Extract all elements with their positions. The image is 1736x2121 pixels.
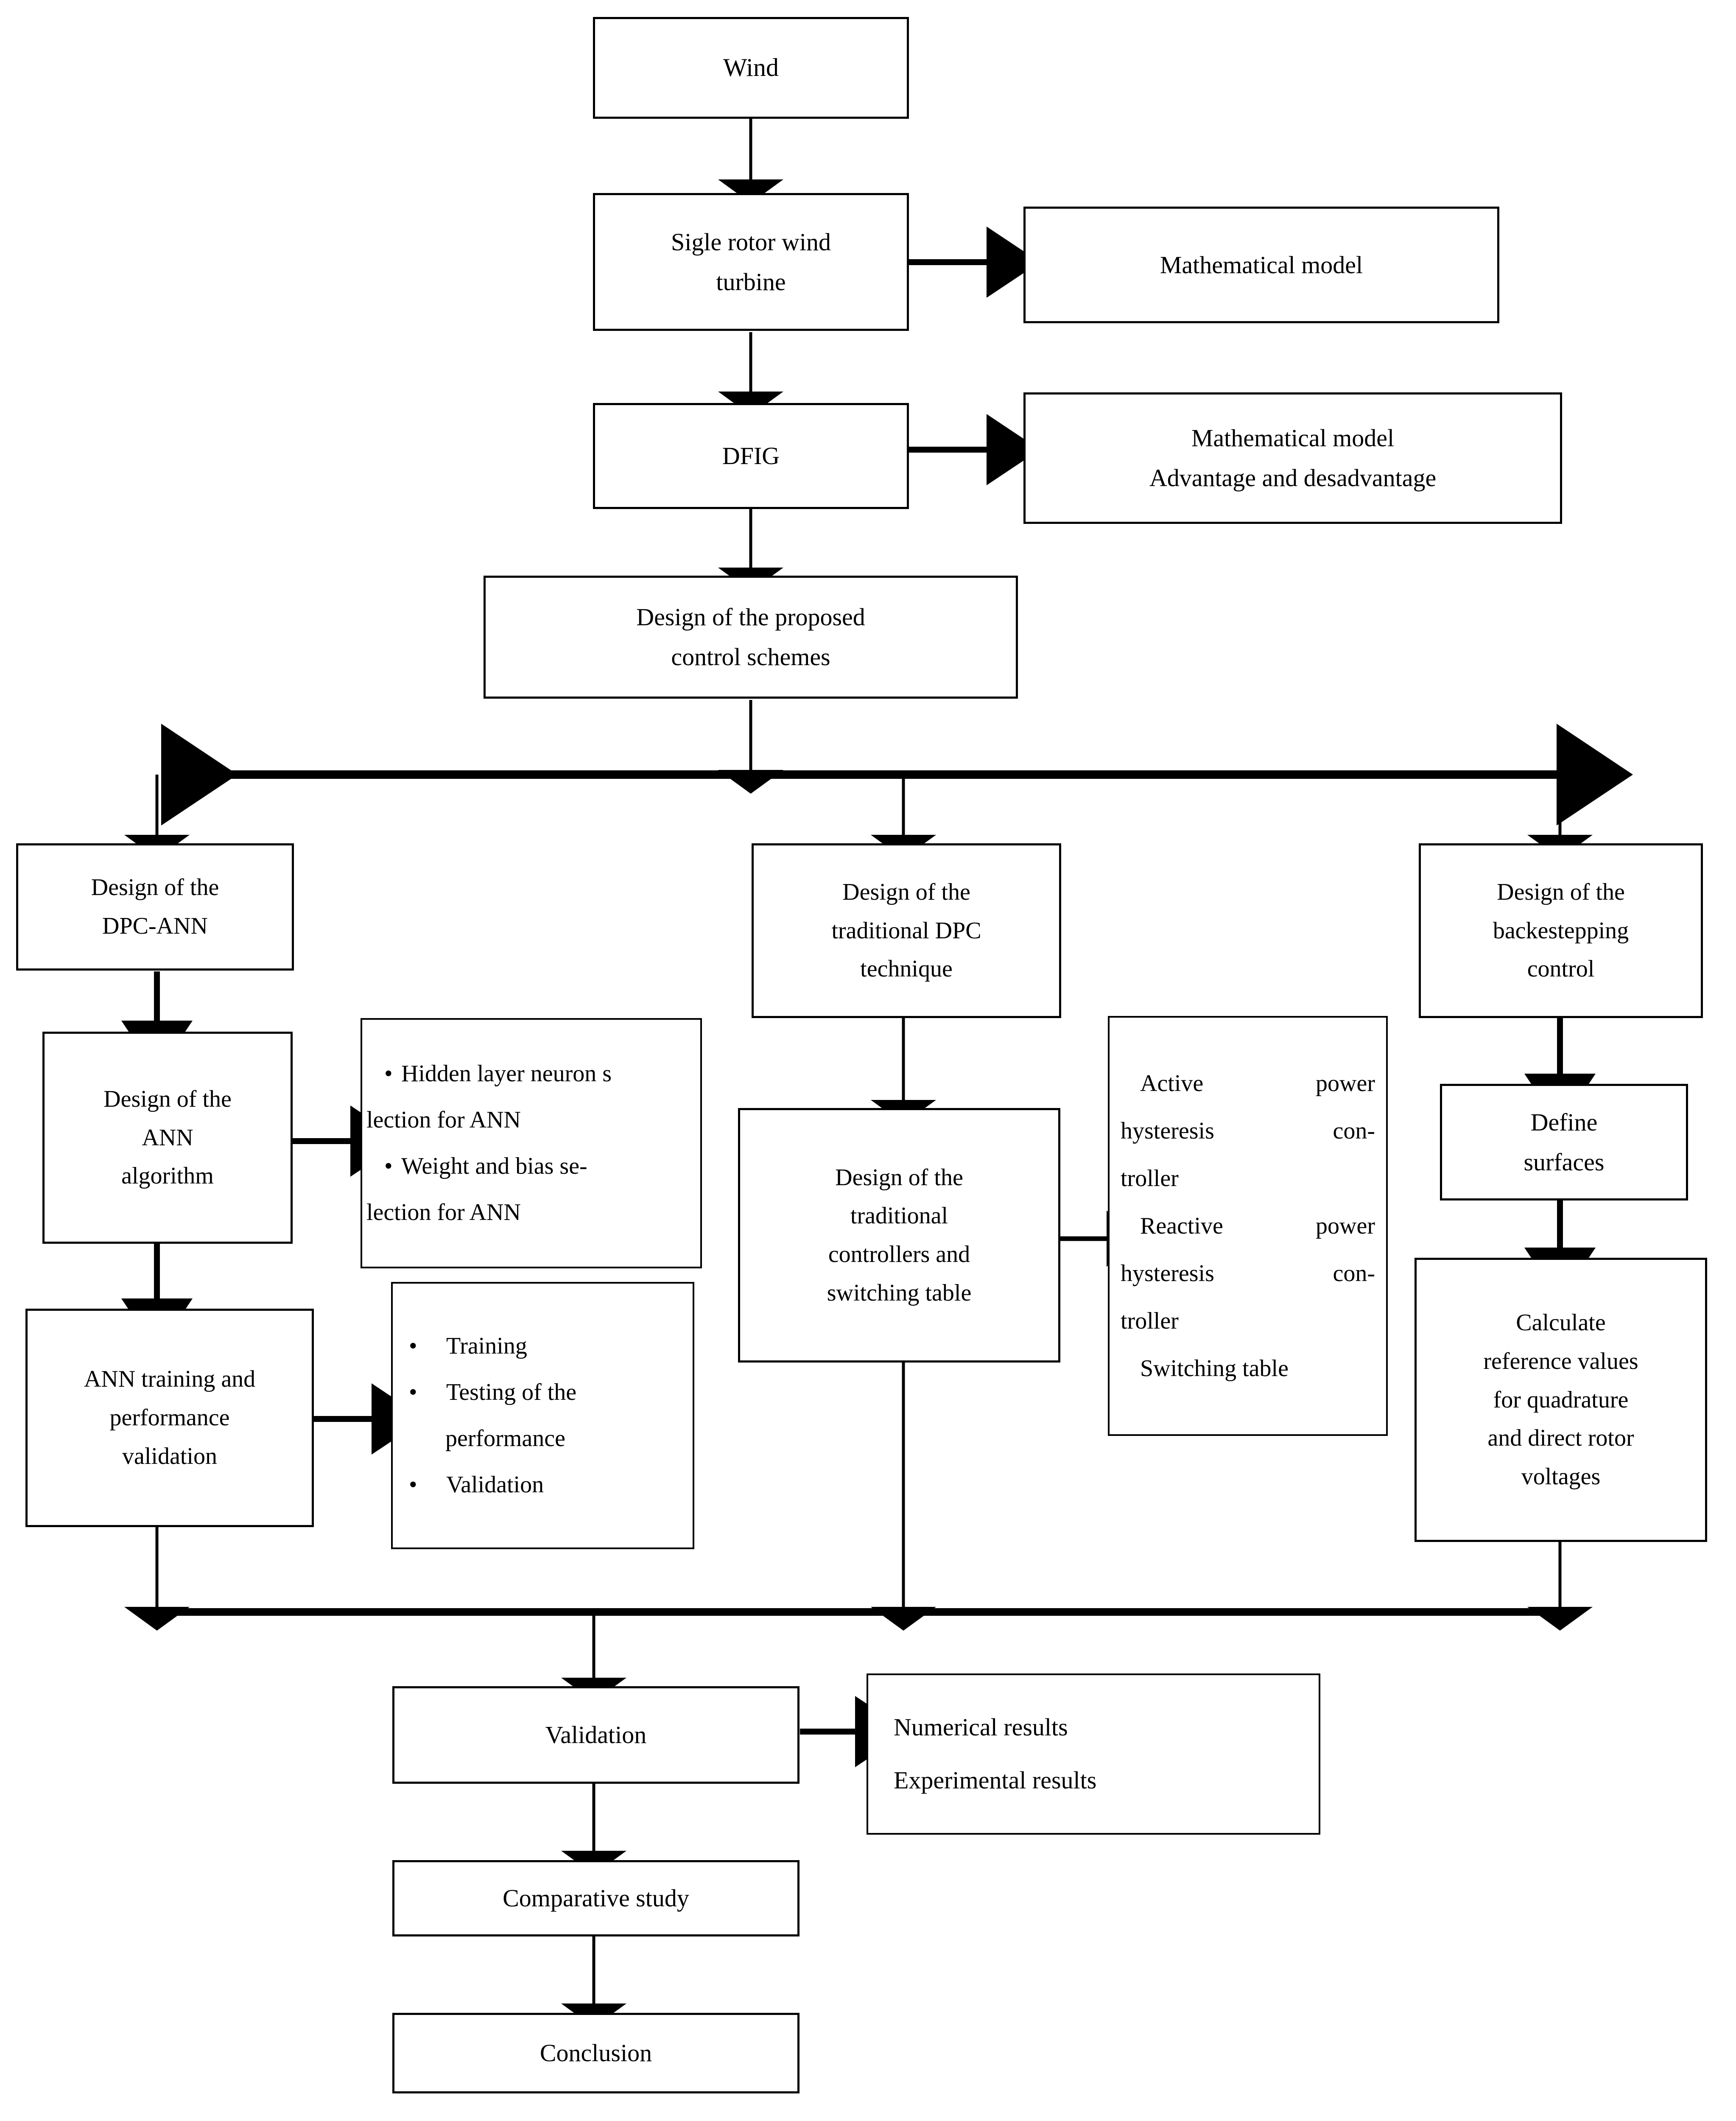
list-item: •Training (409, 1323, 693, 1369)
node-backstep-line2: backestepping (1493, 917, 1629, 944)
node-calculate-reference-values[interactable]: Calculate reference values for quadratur… (1415, 1258, 1707, 1542)
node-conclusion[interactable]: Conclusion (392, 2013, 800, 2093)
node-dfig-model-line2: Advantage and desadvantage (1149, 464, 1437, 492)
node-turbine-line1: Sigle rotor wind (671, 228, 831, 256)
node-conclusion-label: Conclusion (540, 2039, 652, 2067)
node-validation-label: Validation (545, 1721, 647, 1749)
node-traddpc-line1: Design of the (842, 879, 970, 905)
node-tradctrl-line2: traditional (850, 1203, 948, 1229)
hysteresis-line2: hysteresis con- (1121, 1118, 1375, 1144)
node-comparative-study[interactable]: Comparative study (392, 1860, 800, 1936)
node-surfaces-line1: Define (1530, 1108, 1598, 1136)
list-item: •Testing of the (409, 1369, 693, 1416)
node-design-backstepping-control[interactable]: Design of the backestepping control (1419, 843, 1703, 1018)
node-surfaces-line2: surfaces (1524, 1148, 1605, 1176)
node-define-surfaces[interactable]: Define surfaces (1440, 1084, 1688, 1200)
node-ann-training-performance-validation[interactable]: ANN training and performance validation (25, 1309, 314, 1527)
bullet-icon: • (409, 1472, 417, 1498)
node-results[interactable]: Numerical results Experimental results (867, 1673, 1320, 1835)
list-item: •Hidden layer neuron s (384, 1051, 700, 1097)
node-backstep-line3: control (1527, 956, 1595, 982)
node-annalg-line1: Design of the (103, 1086, 232, 1112)
node-design-ann-algorithm[interactable]: Design of the ANN algorithm (42, 1032, 293, 1244)
node-dfig-label: DFIG (722, 442, 780, 470)
node-design-proposed-control-schemes[interactable]: Design of the proposed control schemes (484, 576, 1018, 699)
results-line1: Numerical results (894, 1713, 1068, 1741)
list-item: performance (445, 1425, 565, 1452)
node-backstep-line1: Design of the (1497, 879, 1625, 905)
node-dfig[interactable]: DFIG (593, 403, 909, 509)
node-single-rotor-wind-turbine[interactable]: Sigle rotor wind turbine (593, 193, 909, 331)
list-item: •Weight and bias se- (384, 1143, 700, 1189)
node-wind-label: Wind (723, 53, 779, 82)
node-dpcann-line1: Design of the (91, 874, 219, 901)
node-calc-line5: voltages (1521, 1463, 1601, 1490)
node-turbine-line2: turbine (716, 268, 786, 296)
hysteresis-line7: Switching table (1140, 1355, 1289, 1382)
node-anntrain-line3: validation (122, 1443, 217, 1469)
bullet-icon: • (409, 1379, 417, 1405)
node-calc-line1: Calculate (1516, 1310, 1606, 1336)
node-tradctrl-line1: Design of the (835, 1164, 963, 1191)
node-design-traditional-controllers-switching-table[interactable]: Design of the traditional controllers an… (738, 1108, 1060, 1363)
hysteresis-line1: Active power (1140, 1070, 1375, 1097)
node-design-traditional-dpc-technique[interactable]: Design of the traditional DPC technique (752, 843, 1061, 1018)
node-turbine-model-label: Mathematical model (1160, 251, 1363, 279)
list-item: •Validation (409, 1462, 693, 1508)
node-turbine-mathematical-model[interactable]: Mathematical model (1023, 207, 1499, 323)
node-traddpc-line3: technique (860, 956, 953, 982)
node-comparative-label: Comparative study (503, 1884, 689, 1912)
bullet-icon: • (384, 1153, 393, 1179)
node-calc-line2: reference values (1483, 1348, 1638, 1374)
node-proposed-line2: control schemes (671, 643, 830, 671)
node-validation[interactable]: Validation (392, 1686, 800, 1784)
hysteresis-line4: Reactive power (1140, 1213, 1375, 1239)
bullet-icon: • (384, 1060, 393, 1087)
node-anntrain-line2: performance (109, 1405, 230, 1431)
node-tradctrl-line4: switching table (827, 1279, 972, 1306)
node-dpcann-line2: DPC-ANN (102, 913, 208, 939)
node-dfig-model-line1: Mathematical model (1191, 424, 1395, 452)
node-annalg-line2: ANN (142, 1124, 193, 1151)
node-anntrain-line1: ANN training and (84, 1366, 256, 1393)
hysteresis-line3: troller (1121, 1165, 1179, 1192)
node-hysteresis-controllers[interactable]: Active power hysteresis con- troller Rea… (1108, 1016, 1388, 1436)
node-ann-training-checklist[interactable]: •Training •Testing of the performance •V… (391, 1282, 694, 1549)
hysteresis-line6: troller (1121, 1308, 1179, 1334)
node-traddpc-line2: traditional DPC (831, 917, 981, 944)
hysteresis-line5: hysteresis con- (1121, 1260, 1375, 1287)
node-proposed-line1: Design of the proposed (636, 603, 865, 631)
list-item: lection for ANN (366, 1199, 521, 1226)
node-calc-line3: for quadrature (1493, 1386, 1629, 1413)
results-line2: Experimental results (894, 1766, 1097, 1794)
node-design-dpc-ann[interactable]: Design of the DPC-ANN (16, 843, 294, 971)
node-dfig-mathematical-model[interactable]: Mathematical model Advantage and desadva… (1023, 392, 1562, 524)
node-ann-selection-list[interactable]: •Hidden layer neuron s lection for ANN •… (361, 1018, 702, 1268)
node-wind[interactable]: Wind (593, 17, 909, 119)
node-tradctrl-line3: controllers and (828, 1241, 970, 1268)
node-annalg-line3: algorithm (121, 1163, 214, 1189)
bullet-icon: • (409, 1332, 417, 1359)
node-calc-line4: and direct rotor (1487, 1425, 1634, 1452)
list-item: lection for ANN (366, 1106, 521, 1133)
